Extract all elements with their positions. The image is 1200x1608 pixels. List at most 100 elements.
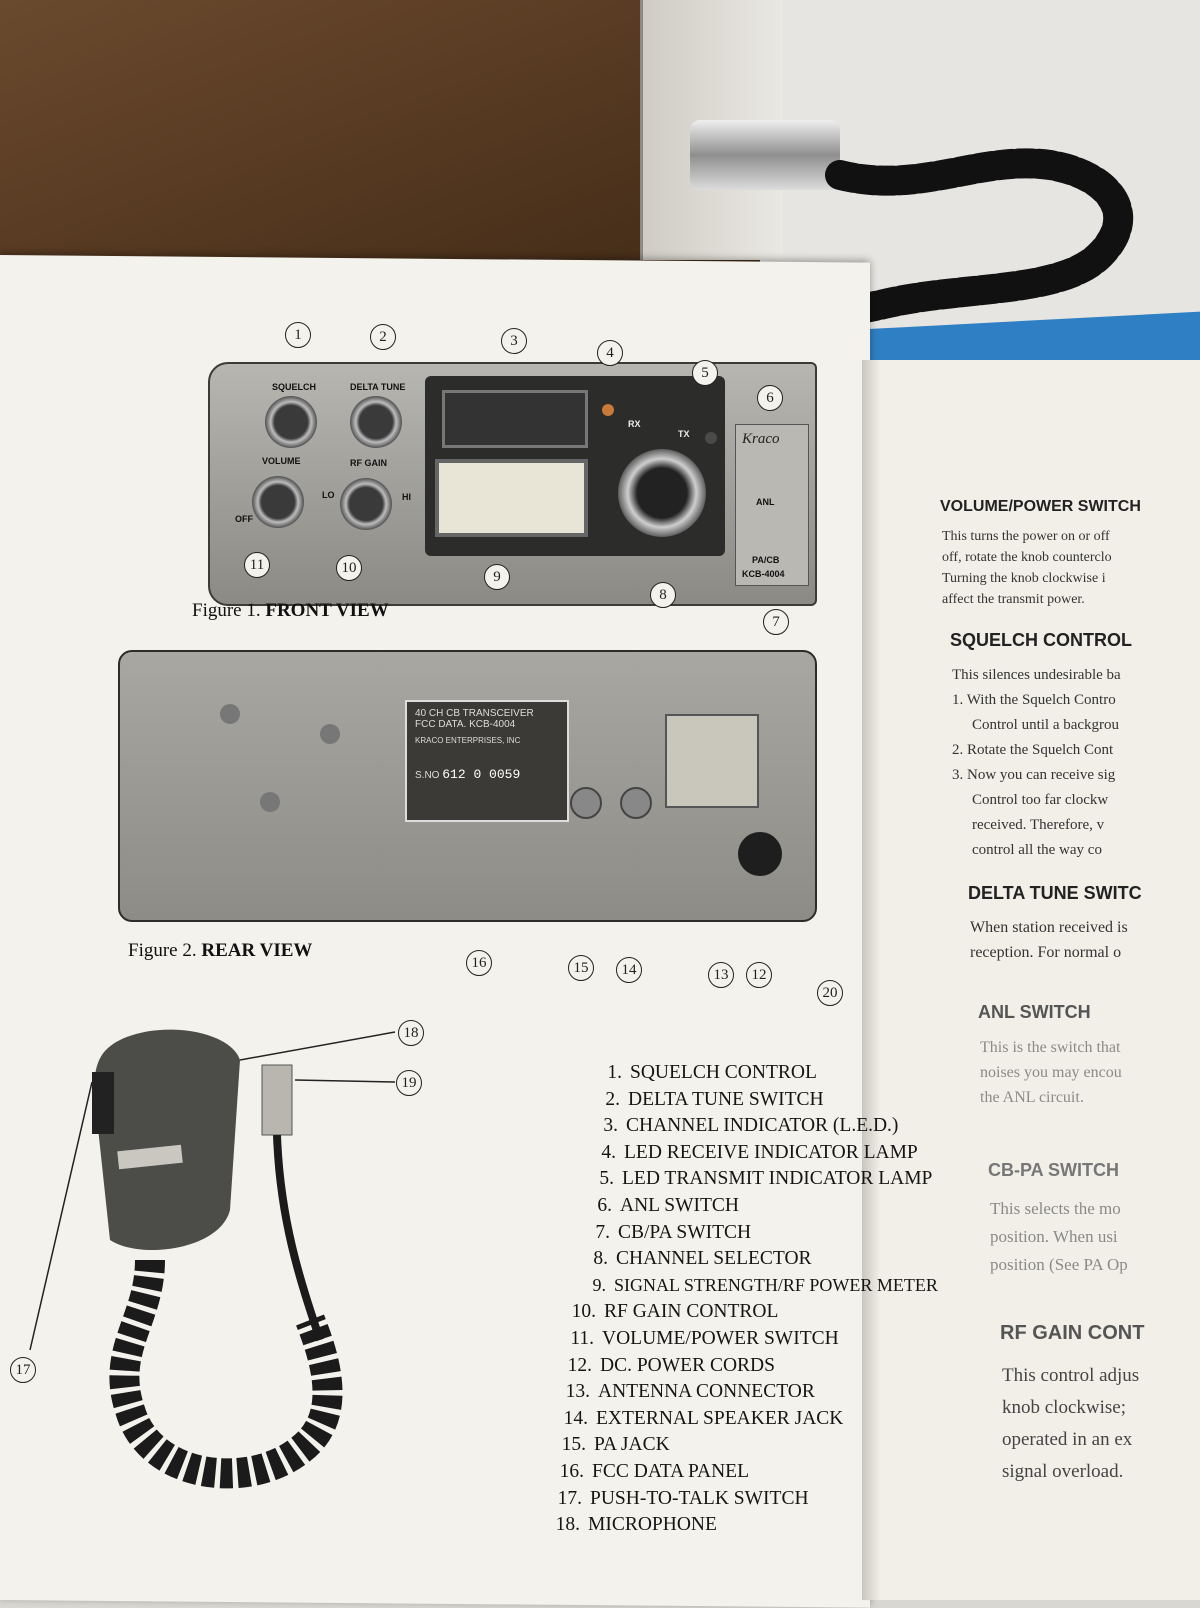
callout-10: 10 (336, 555, 362, 581)
item-label: PA JACK (594, 1434, 670, 1456)
callout-2: 2 (370, 324, 396, 350)
page-gutter (862, 360, 880, 1600)
list-item: 14. EXTERNAL SPEAKER JACK (548, 1408, 912, 1435)
item-label: EXTERNAL SPEAKER JACK (596, 1407, 844, 1429)
list-item: 3.CHANNEL INDICATOR (L.E.D.) (578, 1115, 912, 1142)
figure-2-title: REAR VIEW (201, 940, 313, 961)
callout-13: 13 (708, 962, 734, 988)
item-label: CB/PA SWITCH (618, 1221, 752, 1243)
channel-selector-knob (618, 449, 706, 537)
callout-7: 7 (763, 609, 789, 635)
list-item: 16.FCC DATA PANEL (544, 1461, 912, 1488)
text-line: operated in an ex (1002, 1429, 1133, 1450)
callout-12: 12 (746, 962, 772, 988)
item-label: LED TRANSMIT INDICATOR LAMP (622, 1168, 933, 1190)
item-label: VOLUME/POWER SWITCH (602, 1327, 839, 1349)
item-number: 18. (555, 1514, 580, 1536)
cb-pa-text: This selects the mo position. When usi p… (990, 1195, 1128, 1279)
mic-connector-plug (690, 120, 840, 190)
list-item: 1.SQUELCH CONTROL (582, 1062, 912, 1089)
callout-4: 4 (597, 340, 623, 366)
item-label: PUSH-TO-TALK SWITCH (590, 1487, 809, 1509)
volume-power-heading: VOLUME/POWER SWITCH (940, 498, 1141, 515)
plate-line-3: KRACO ENTERPRISES, INC (415, 736, 521, 745)
callout-5: 5 (692, 360, 718, 386)
list-item: 2.DELTA TUNE SWITCH (580, 1089, 912, 1116)
text-line: This is the switch that (980, 1039, 1121, 1056)
anl-text: This is the switch that noises you may e… (980, 1035, 1122, 1110)
parts-list: 1.SQUELCH CONTROL 2.DELTA TUNE SWITCH 3.… (550, 1062, 938, 1541)
text-line: position (See PA Op (990, 1255, 1128, 1274)
list-item: 4.LED RECEIVE INDICATOR LAMP (576, 1141, 917, 1169)
serial-number: 612 0 0059 (442, 767, 521, 782)
text-line: 3. Now you can receive sig (952, 767, 1116, 783)
list-item: 10. RF GAIN CONTROL (556, 1301, 912, 1328)
right-page: VOLUME/POWER SWITCH This turns the power… (868, 360, 1200, 1600)
item-label: DC. POWER CORDS (600, 1354, 775, 1376)
hi-label: HI (402, 492, 411, 502)
list-item: 18. MICROPHONE (540, 1514, 912, 1541)
plate-line-1: 40 CH CB TRANSCEIVER (415, 708, 534, 719)
switch-panel: Kraco ANL PA/CB KCB-4004 (735, 424, 809, 586)
item-label: ANL SWITCH (620, 1194, 739, 1216)
text-line: knob clockwise; (1002, 1397, 1127, 1418)
list-item: 13. ANTENNA CONNECTOR (550, 1381, 912, 1408)
text-line: the ANL circuit. (980, 1089, 1084, 1106)
figure-2-label: Figure 2. (128, 940, 197, 961)
item-number: 10. (571, 1301, 596, 1323)
callout-11: 11 (244, 552, 270, 578)
list-item: 8.CHANNEL SELECTOR (568, 1248, 912, 1275)
figure-1-label: Figure 1. (192, 600, 261, 621)
volume-label: VOLUME (262, 456, 301, 466)
text-line: This selects the mo (990, 1199, 1121, 1218)
item-number: 11. (570, 1327, 594, 1349)
callout-3: 3 (501, 328, 527, 354)
delta-tune-label: DELTA TUNE (350, 382, 406, 392)
item-label: MICROPHONE (588, 1514, 717, 1536)
power-cord-grommet (738, 832, 782, 876)
item-number: 4. (601, 1141, 616, 1163)
rf-gain-label: RF GAIN (350, 458, 387, 468)
text-line: Turning the knob clockwise i (942, 571, 1106, 586)
figure-1-title: FRONT VIEW (265, 600, 389, 621)
squelch-heading: SQUELCH CONTROL (950, 630, 1132, 650)
item-number: 12. (567, 1354, 592, 1376)
squelch-knob (265, 396, 317, 448)
item-number: 13. (565, 1381, 590, 1403)
item-label: SQUELCH CONTROL (630, 1062, 817, 1083)
list-item: 15.PA JACK (546, 1434, 912, 1461)
text-line: noises you may encou (980, 1064, 1122, 1081)
item-number: 2. (605, 1088, 620, 1110)
text-line: When station received is (970, 919, 1128, 936)
list-item: 7. CB/PA SWITCH (570, 1222, 912, 1249)
item-label: RF GAIN CONTROL (604, 1301, 779, 1323)
rx-led (602, 404, 614, 416)
item-number: 9. (592, 1274, 607, 1295)
delta-tune-heading: DELTA TUNE SWITC (968, 883, 1142, 903)
rf-gain-heading: RF GAIN CONT (1000, 1322, 1145, 1344)
item-number: 7. (595, 1221, 610, 1243)
anl-heading: ANL SWITCH (978, 1002, 1091, 1022)
callout-14: 14 (616, 957, 642, 983)
antenna-connector (665, 714, 759, 808)
callout-8: 8 (650, 582, 676, 608)
text-line: off, rotate the knob counterclo (942, 550, 1112, 565)
item-number: 17. (557, 1487, 582, 1509)
item-label: SIGNAL STRENGTH/RF POWER METER (614, 1274, 938, 1295)
item-number: 3. (603, 1115, 618, 1137)
screw (320, 724, 340, 744)
list-item: 6.ANL SWITCH (572, 1195, 912, 1222)
speaker-jack (620, 787, 652, 819)
rf-gain-knob (340, 478, 392, 530)
item-number: 16. (559, 1460, 584, 1482)
text-line: This silences undesirable ba (952, 667, 1121, 683)
callout-19: 19 (396, 1070, 422, 1096)
screw (220, 704, 240, 724)
squelch-text: This silences undesirable ba 1. With the… (952, 663, 1121, 863)
item-label: ANTENNA CONNECTOR (598, 1381, 815, 1403)
lo-label: LO (322, 490, 335, 500)
anl-label: ANL (756, 497, 775, 507)
list-item: 9. SIGNAL STRENGTH/RF POWER METER (566, 1274, 938, 1302)
list-item: 11. VOLUME/POWER SWITCH (554, 1328, 912, 1355)
item-number: 14. (563, 1407, 588, 1429)
